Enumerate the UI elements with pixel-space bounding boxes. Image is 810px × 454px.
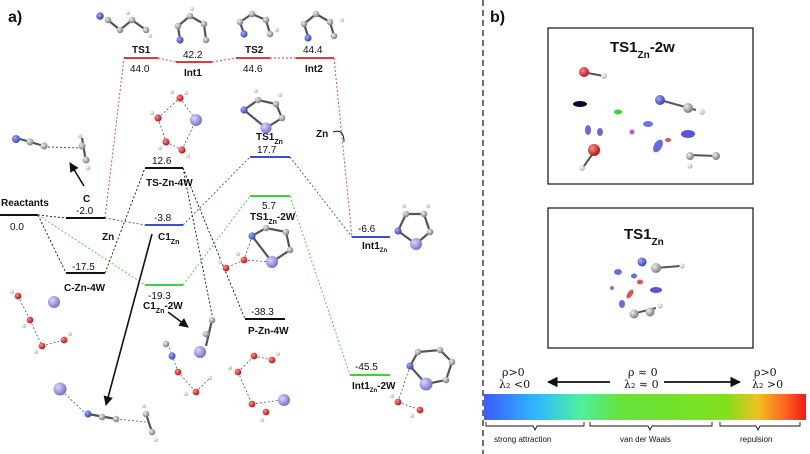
label-ts1zn: TS1Zn <box>256 132 283 146</box>
molecule-int1zn <box>394 203 434 250</box>
label-ts1zn-2w-sub: Zn <box>268 219 277 226</box>
nci-box-ts1zn <box>547 207 754 349</box>
molecule-ts2 <box>236 10 280 38</box>
label-int1zn-2w-suffix: -2W <box>377 381 396 392</box>
nci-plot-2 <box>610 257 685 319</box>
connectors-blue <box>104 156 353 238</box>
value-int1zn: -6.6 <box>358 224 376 235</box>
label-c-zn-4w: C-Zn-4W <box>64 283 106 294</box>
label-ts1zn-2w-suffix: -2W <box>277 212 296 223</box>
molecule-ts-zn-4w <box>149 89 202 159</box>
value-ts1: 44.0 <box>130 64 150 75</box>
molecule-ts1 <box>96 10 153 39</box>
label-c1zn-2w-main: C1 <box>143 301 156 312</box>
zn-hook-arrow <box>332 130 345 143</box>
value-c1zn: -3.8 <box>154 213 172 224</box>
value-c-zn-4w: -17.5 <box>72 262 95 273</box>
value-c: -2.0 <box>76 206 94 217</box>
lambda-right: λ₂ >0 <box>752 378 783 391</box>
lambda-left: λ₂ <0 <box>499 378 530 391</box>
label-zn-right: Zn <box>316 129 328 140</box>
value-reactants: 0.0 <box>10 222 24 233</box>
molecule-int1zn-2w <box>389 346 456 419</box>
box1-title: TS1Zn-2w <box>610 39 675 61</box>
arrow-to-c1zn-structure <box>103 233 153 406</box>
label-p-zn-4w: P-Zn-4W <box>248 326 289 337</box>
molecule-c1zn <box>53 382 159 443</box>
nci-box-ts1zn-2w <box>547 27 754 185</box>
label-ts2: TS2 <box>245 45 264 56</box>
rdg-annotations: ρ>0 λ₂ <0 ρ ≈ 0 λ₂ ≈ 0 ρ>0 λ₂ >0 <box>499 366 783 391</box>
level-labels: Reactants 0.0 C -2.0 -17.5 C-Zn-4W TS1 4… <box>1 45 396 394</box>
box2-title-main: TS1 <box>624 226 652 243</box>
label-ts1zn-main: TS1 <box>256 132 275 143</box>
nci-plot-1 <box>573 67 720 171</box>
label-reactants: Reactants <box>1 198 49 209</box>
label-int1zn-2w: Int1Zn-2W <box>352 381 396 394</box>
value-int1zn-2w: -45.5 <box>355 362 378 373</box>
legend-repulsion: repulsion <box>740 435 772 444</box>
label-c1zn-2w: C1Zn-2W <box>143 301 183 315</box>
molecule-ts1zn <box>240 88 286 134</box>
lambda-mid: λ₂ ≈ 0 <box>624 378 659 391</box>
value-int2: 44.4 <box>303 45 323 56</box>
box1-title-sub: Zn <box>638 50 650 61</box>
label-c: C <box>83 194 90 205</box>
connectors-red <box>104 57 353 238</box>
label-int1zn-2w-sub: Zn <box>370 388 378 394</box>
box1-title-suffix: -2w <box>650 39 675 56</box>
arrows-panel-a <box>69 130 345 406</box>
molecular-structures <box>9 6 456 443</box>
label-c1zn-sub: Zn <box>171 239 180 246</box>
arrow-to-c-structure <box>69 162 85 187</box>
value-ts-zn-4w: 12.6 <box>152 156 172 167</box>
label-c1zn: C1Zn <box>158 232 179 246</box>
value-ts1zn-2w: 5.7 <box>262 201 276 212</box>
legend-strong-attraction: strong attraction <box>494 435 551 444</box>
label-int1zn-sub: Zn <box>380 248 388 254</box>
molecule-c-zn-4w <box>9 289 73 355</box>
label-ts1zn-sub: Zn <box>274 139 283 146</box>
value-ts2: 44.6 <box>243 64 263 75</box>
label-c1zn-main: C1 <box>158 232 171 243</box>
label-c1zn-2w-sub: Zn <box>156 308 165 315</box>
panel-a-label: a) <box>8 9 22 26</box>
label-c1zn-2w-suffix: -2W <box>164 301 183 312</box>
box2-title-sub: Zn <box>652 237 664 248</box>
molecule-c <box>12 133 91 171</box>
value-c1zn-2w: -19.3 <box>148 291 171 302</box>
label-ts1: TS1 <box>132 45 151 56</box>
rdg-color-bar <box>484 394 806 420</box>
molecule-c1zn-2w <box>162 316 216 397</box>
label-zn-left: Zn <box>102 232 114 243</box>
panel-b-label: b) <box>490 9 505 26</box>
rho-mid: ρ ≈ 0 <box>628 366 658 379</box>
energy-levels <box>0 57 390 376</box>
value-int1: 42.2 <box>183 50 203 61</box>
label-ts-zn-4w: TS-Zn-4W <box>146 178 193 189</box>
label-ts1zn-2w: TS1Zn-2W <box>250 212 296 226</box>
legend-van-der-waals: van der Waals <box>620 435 671 444</box>
arrow-to-c1zn-2w-structure <box>167 311 189 328</box>
molecule-ts1zn-2w <box>217 224 294 272</box>
label-int1zn: Int1Zn <box>362 241 387 254</box>
rho-right: ρ>0 <box>754 366 777 379</box>
label-int1: Int1 <box>184 68 202 79</box>
label-int1zn-main: Int1 <box>362 241 380 252</box>
box2-title: TS1Zn <box>624 226 664 248</box>
value-ts1zn: 17.7 <box>257 145 277 156</box>
molecule-int1 <box>174 6 210 44</box>
label-int2: Int2 <box>305 64 323 75</box>
label-int1zn-2w-main: Int1 <box>352 381 370 392</box>
connectors-green <box>37 195 351 376</box>
connectors-black <box>37 167 246 321</box>
value-p-zn-4w: -38.3 <box>251 307 274 318</box>
rho-left: ρ>0 <box>502 366 525 379</box>
molecule-p-zn-4w <box>227 351 290 423</box>
legend-braces <box>485 422 801 432</box>
label-ts1zn-2w-main: TS1 <box>250 212 269 223</box>
molecule-int2 <box>300 10 345 42</box>
box1-title-main: TS1 <box>610 39 638 56</box>
